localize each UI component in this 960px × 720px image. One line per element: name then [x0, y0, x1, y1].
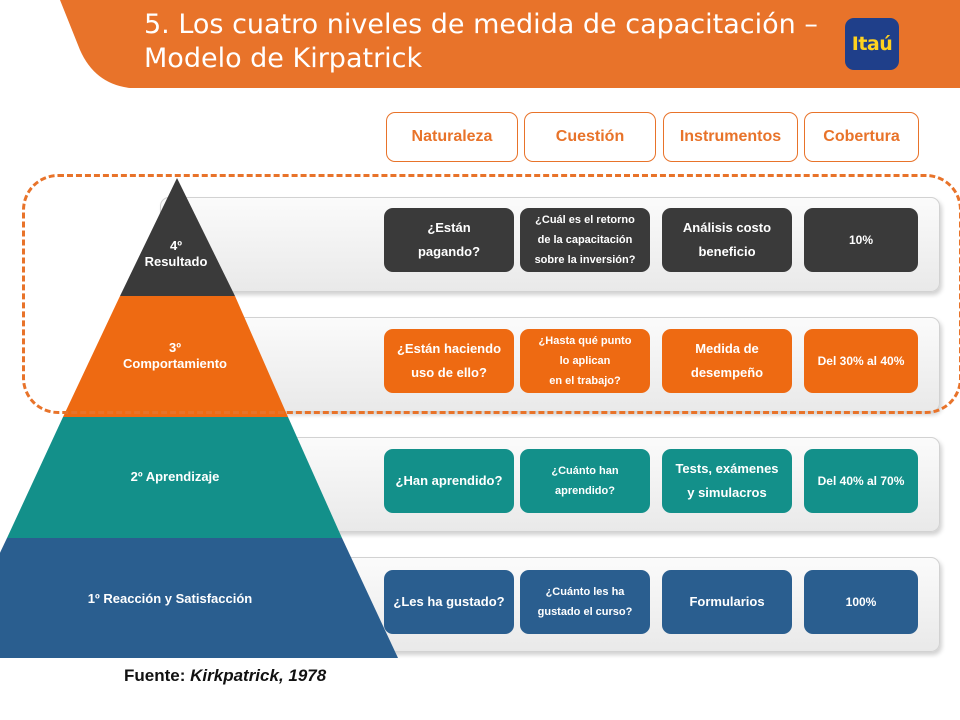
- cell-cuestion-3: ¿Hasta qué punto lo aplican en el trabaj…: [520, 329, 650, 393]
- pyramid-level-4: [120, 178, 235, 296]
- page-title: 5. Los cuatro niveles de medida de capac…: [144, 9, 818, 74]
- pyramid-level-1: [0, 538, 398, 658]
- source-prefix: Fuente:: [124, 666, 186, 685]
- cell-cobertura-1: 100%: [804, 570, 918, 634]
- pyramid-level-3: [63, 296, 288, 417]
- header-banner: 5. Los cuatro niveles de medida de capac…: [0, 0, 960, 88]
- highlight-dashed-border: [22, 174, 960, 414]
- cell-instrumentos-1: Formularios: [662, 570, 792, 634]
- source-reference: Kirkpatrick, 1978: [190, 666, 327, 685]
- pyramid-label-2: 2º Aprendizaje: [130, 469, 220, 484]
- cell-naturaleza-4: ¿Están pagando?: [384, 208, 514, 272]
- itau-logo: Itaú: [845, 18, 899, 70]
- kirkpatrick-pyramid: [0, 178, 398, 658]
- pyramid-label-3: 3º Comportamiento: [123, 340, 227, 371]
- column-header-instrumentos: Instrumentos: [663, 112, 798, 162]
- cell-cuestion-1: ¿Cuánto les ha gustado el curso?: [520, 570, 650, 634]
- cell-cuestion-4: ¿Cuál es el retorno de la capacitación s…: [520, 208, 650, 272]
- column-header-cobertura: Cobertura: [804, 112, 919, 162]
- cell-instrumentos-4: Análisis costo beneficio: [662, 208, 792, 272]
- cell-naturaleza-2: ¿Han aprendido?: [384, 449, 514, 513]
- header-shape: [60, 0, 960, 88]
- cell-instrumentos-3: Medida de desempeño: [662, 329, 792, 393]
- column-header-cuestion: Cuestión: [524, 112, 656, 162]
- cell-naturaleza-1: ¿Les ha gustado?: [384, 570, 514, 634]
- pyramid-level-2: [7, 417, 342, 538]
- source-citation: Fuente: Kirkpatrick, 1978: [124, 666, 326, 686]
- pyramid-label-1: 1º Reacción y Satisfacción: [87, 591, 253, 606]
- cell-cobertura-2: Del 40% al 70%: [804, 449, 918, 513]
- pyramid-label-4: 4º Resultado: [144, 238, 208, 269]
- cell-naturaleza-3: ¿Están haciendo uso de ello?: [384, 329, 514, 393]
- cell-cuestion-2: ¿Cuánto han aprendido?: [520, 449, 650, 513]
- cell-cobertura-3: Del 30% al 40%: [804, 329, 918, 393]
- cell-instrumentos-2: Tests, exámenes y simulacros: [662, 449, 792, 513]
- column-header-naturaleza: Naturaleza: [386, 112, 518, 162]
- cell-cobertura-4: 10%: [804, 208, 918, 272]
